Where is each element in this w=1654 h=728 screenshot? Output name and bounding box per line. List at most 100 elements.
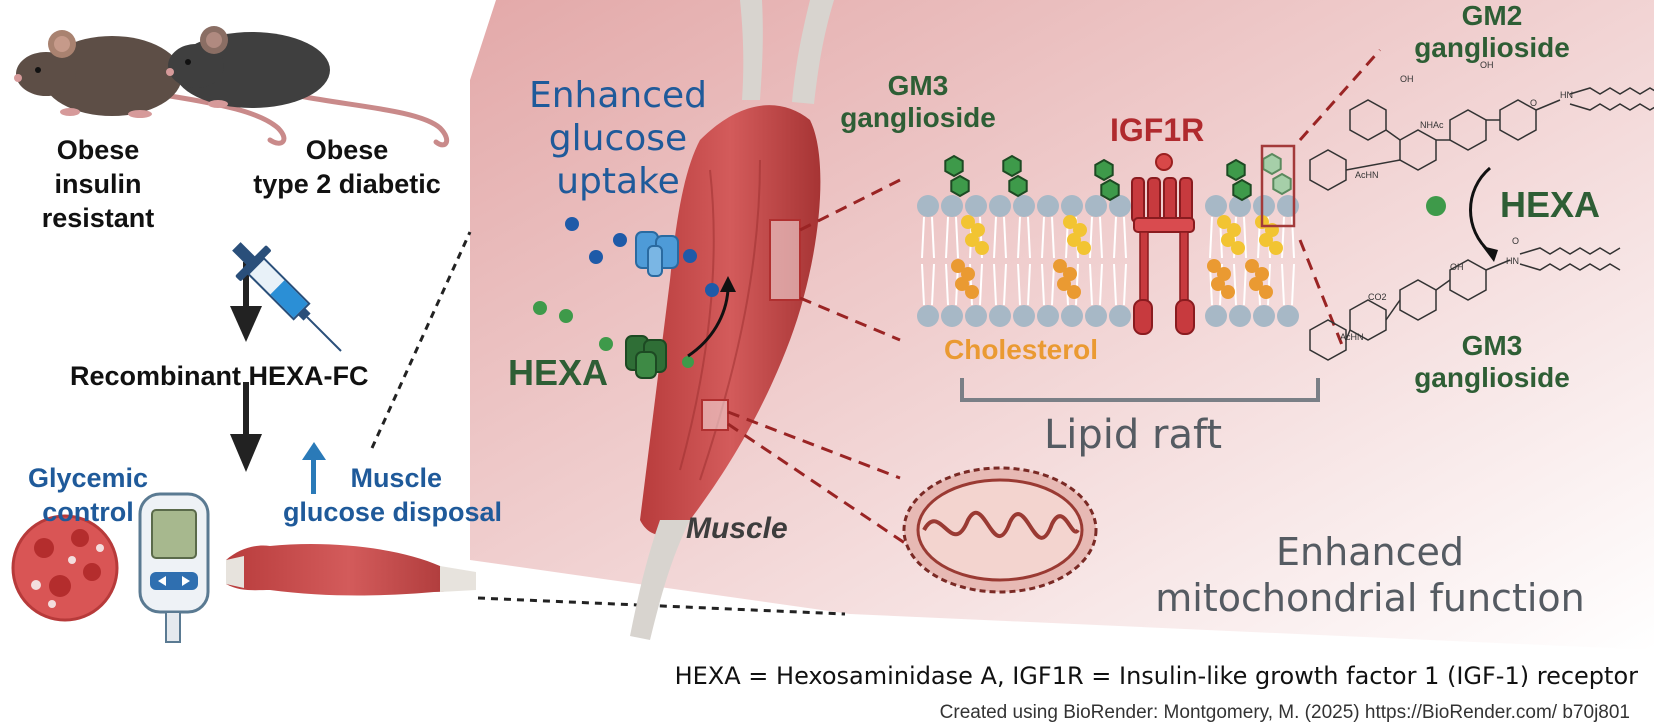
- lipid-head-outer: [1253, 195, 1275, 217]
- chem-o-2: O: [1512, 236, 1520, 246]
- blood-cells-icon: [11, 514, 119, 622]
- cholesterol-ring: [1259, 285, 1273, 299]
- hexa-label-center: HEXA: [508, 352, 609, 393]
- lipid-head-outer: [1229, 195, 1251, 217]
- cholesterol-ring: [951, 259, 965, 273]
- large-muscle-icon: [630, 0, 834, 640]
- dashed-connectors: [727, 49, 1382, 562]
- mouse1-label: Obese insulin resistant: [30, 134, 166, 235]
- lipid-tail: [1209, 216, 1223, 306]
- lipid-head-inner: [1205, 305, 1227, 327]
- cholesterol-ring: [1245, 259, 1259, 273]
- lipid-tail: [1113, 216, 1127, 306]
- cholesterol-ring: [1231, 241, 1245, 255]
- lipid-head-outer: [917, 195, 939, 217]
- cholesterol-ring: [1077, 241, 1091, 255]
- glycemic-label-line-2: control: [42, 496, 134, 527]
- chem-o-1: O: [1530, 98, 1538, 108]
- lipid-head-outer: [1037, 195, 1059, 217]
- mouse-obese-insulin-resistant: [14, 30, 287, 146]
- zoom-box-raft: [769, 219, 801, 301]
- small-muscle-icon: [226, 544, 476, 596]
- lipid-head-outer: [1085, 195, 1107, 217]
- cholesterol-ring: [1269, 241, 1283, 255]
- treatment-label: Recombinant HEXA-FC: [70, 361, 369, 391]
- cholesterol-ring: [1067, 285, 1081, 299]
- lipid-head-outer: [1013, 195, 1035, 217]
- muscle-disposal-line-1: Muscle: [350, 463, 442, 493]
- glucose-molecules: [565, 217, 719, 297]
- mouse-obese-type2-diabetic: [166, 26, 450, 148]
- lipid-head-outer: [989, 195, 1011, 217]
- gm3-right-line-1: GM3: [1461, 330, 1523, 361]
- chem-hn-2: HN: [1506, 256, 1519, 266]
- lipid-head-inner: [1229, 305, 1251, 327]
- cholesterol-ring: [1067, 233, 1081, 247]
- lipid-head-inner: [1253, 305, 1275, 327]
- enhanced-glucose-line-1: Enhanced: [528, 75, 708, 116]
- chem-oh-3: OH: [1450, 262, 1464, 272]
- lipid-tail: [921, 216, 935, 306]
- mouse1-label-line-2: insulin: [54, 168, 142, 199]
- lipid-tail: [1233, 216, 1247, 306]
- cholesterol-ring: [1221, 285, 1235, 299]
- lipid-tail: [1089, 216, 1103, 306]
- gm3-sugar-hexagon: [1226, 158, 1246, 182]
- zoom-box-gm2: [1260, 144, 1296, 228]
- gm2-label: GM2 ganglioside: [1392, 0, 1592, 64]
- igf1r-label: IGF1R: [1110, 112, 1205, 148]
- mitochondrion-icon: [902, 466, 1098, 594]
- cholesterol-ring: [1053, 259, 1067, 273]
- mouse1-label-line-3: resistant: [41, 202, 155, 233]
- gm3-raft-line-2: ganglioside: [840, 102, 996, 134]
- lipid-tail: [1281, 216, 1295, 306]
- gm3-sugar-hexagon: [1094, 158, 1114, 182]
- gm2-label-line-1: GM2: [1461, 0, 1523, 31]
- glycemic-label-line-1: Glycemic: [27, 463, 149, 493]
- cholesterol-ring: [1063, 215, 1077, 229]
- lipid-head-outer: [1205, 195, 1227, 217]
- mito-label: Enhanced mitochondrial function: [1110, 530, 1630, 621]
- mouse2-label-line-2: type 2 diabetic: [253, 168, 441, 199]
- lipid-tail: [993, 216, 1007, 306]
- igf1r-receptor-icon: [1131, 153, 1195, 335]
- cholesterol-ring: [975, 241, 989, 255]
- lipid-head-inner: [941, 305, 963, 327]
- lipid-tail: [1041, 216, 1055, 306]
- gm3-sugar-hexagon: [950, 174, 970, 198]
- cholesterol-ring: [965, 285, 979, 299]
- hexa-enzyme-molecules: [533, 301, 694, 368]
- gm3-sugar-hexagon: [1100, 178, 1120, 202]
- enhanced-glucose-line-3: uptake: [556, 161, 680, 203]
- hexa-blob-right: [1426, 196, 1446, 216]
- muscle-disposal-line-2: glucose disposal: [282, 496, 502, 527]
- mouse1-label-line-1: Obese: [56, 135, 140, 165]
- gm3-glycans: [944, 152, 1292, 202]
- mito-label-line-2: mitochondrial function: [1155, 575, 1585, 620]
- gm2-structure: [1309, 87, 1654, 191]
- lipid-head-outer: [1109, 195, 1131, 217]
- lipid-head-outer: [941, 195, 963, 217]
- syringe-icon: [232, 242, 342, 352]
- lipid-tail: [945, 216, 959, 306]
- muscle-label: Muscle: [686, 512, 788, 545]
- chem-co2: CO2: [1368, 292, 1387, 302]
- chem-achn-1: AcHN: [1355, 170, 1379, 180]
- hexa-label-right: HEXA: [1500, 184, 1601, 225]
- lipid-head-outer: [1277, 195, 1299, 217]
- lipid-head-inner: [917, 305, 939, 327]
- cholesterol-ring: [1259, 233, 1273, 247]
- lipid-head-inner: [1013, 305, 1035, 327]
- lipid-tail: [1017, 216, 1031, 306]
- curved-arrow: [687, 289, 730, 358]
- cholesterol-ring: [1249, 277, 1263, 291]
- mouse2-label-line-1: Obese: [305, 135, 389, 165]
- gm2-sugar-hexagon: [1272, 172, 1292, 196]
- cholesterol-ring: [965, 233, 979, 247]
- gm3-sugar-hexagon: [1008, 174, 1028, 198]
- down-arrow-1: [230, 262, 262, 342]
- chem-hn-1: HN: [1560, 90, 1573, 100]
- cholesterol-ring: [955, 277, 969, 291]
